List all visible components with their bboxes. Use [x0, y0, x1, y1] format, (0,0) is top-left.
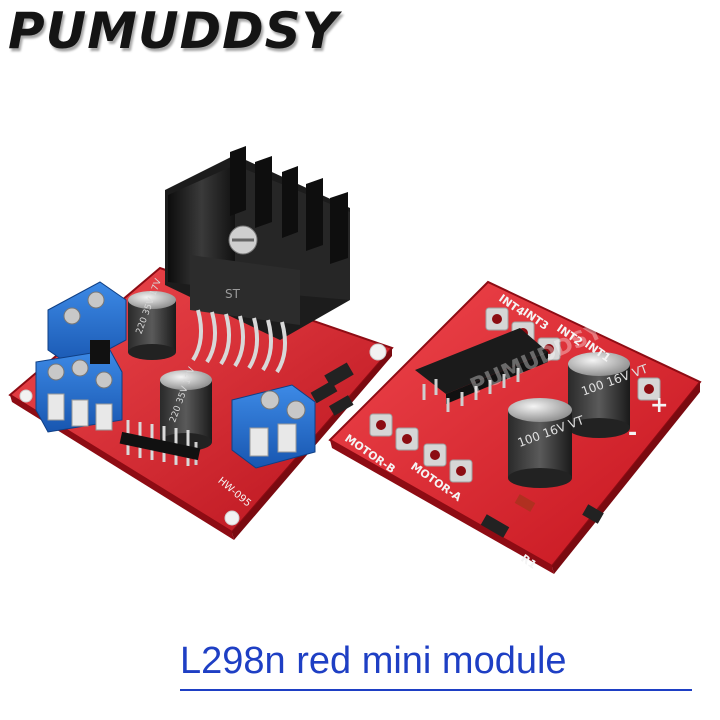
- product-caption: L298n red mini module: [180, 640, 567, 682]
- heatsink: ST: [165, 146, 350, 374]
- l298n-board: ST 220 35V 17V 220 35V 17V: [8, 146, 394, 540]
- capacitor-left-2: 220 35V 17V: [160, 365, 212, 465]
- caption-underline: [180, 689, 692, 691]
- label-plus: +: [650, 393, 668, 418]
- terminal-block-power: [35, 349, 123, 433]
- terminal-block-out2: [231, 384, 316, 469]
- driver-ic: [415, 328, 548, 412]
- mini-driver-board: 100 16V VT 100 16V VT INT4 INT3 INT2 INT…: [328, 280, 702, 574]
- label-minus: -: [628, 421, 637, 446]
- brand-logo-text: PUMUDDSY: [8, 2, 339, 60]
- chip-label: ST: [225, 287, 241, 301]
